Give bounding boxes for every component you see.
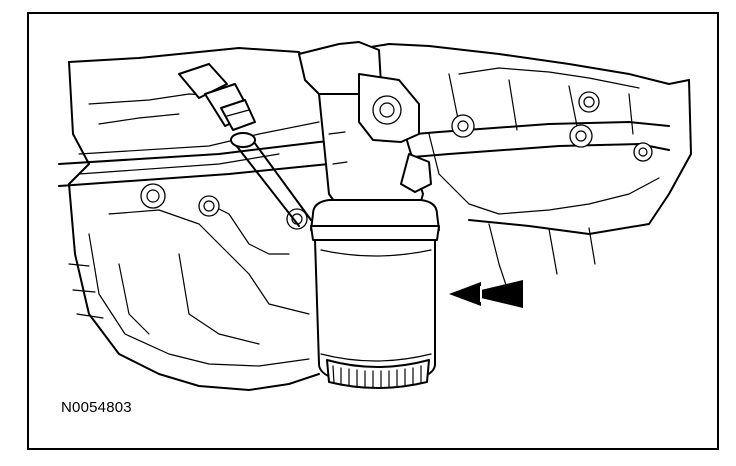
oil-pressure-sensor: [178, 63, 256, 131]
oil-filter-adapter: [298, 41, 432, 209]
dipstick-tube: [230, 132, 312, 227]
figure-frame: N0054803: [27, 12, 719, 450]
engine-block: [58, 43, 692, 391]
engine-oil-filter-illustration: [58, 41, 692, 391]
oil-filter: [310, 199, 440, 389]
pointer-arrow: [449, 280, 523, 308]
figure-reference-code: N0054803: [61, 399, 132, 416]
